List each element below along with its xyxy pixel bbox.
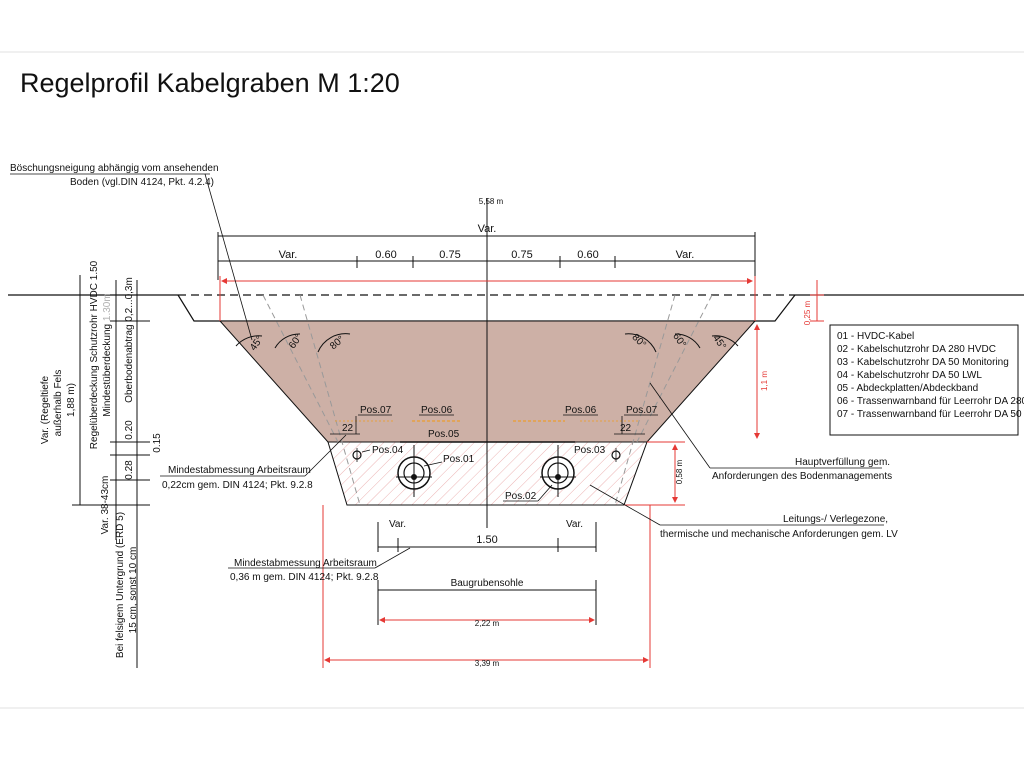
slope-80-right-line bbox=[614, 294, 676, 506]
note-leitung-1: Leitungs-/ Verlegezone, bbox=[783, 514, 888, 525]
dim-seg-060-right: 0.60 bbox=[577, 249, 598, 261]
pos07-right-label: Pos.07 bbox=[626, 405, 658, 416]
legend-item: 06 - Trassenwarnband für Leerrohr DA 280 bbox=[837, 396, 1024, 407]
note-haupt-1: Hauptverfüllung gem. bbox=[795, 457, 890, 468]
dim-bottom-339: 3,39 m bbox=[475, 659, 500, 668]
dim-22-left: 22 bbox=[342, 423, 354, 434]
note-mindest2-1: Mindestabmessung Arbeitsraum bbox=[234, 558, 377, 569]
dim-bottom-150: 1.50 bbox=[476, 534, 497, 546]
pos04-label: Pos.04 bbox=[372, 445, 404, 456]
note-leitung-2: thermische und mechanische Anforderungen… bbox=[660, 529, 898, 540]
left-var-3843: Var. 38-43cm bbox=[100, 476, 111, 535]
slope-60-left-line bbox=[262, 294, 339, 443]
legend-item: 02 - Kabelschutzrohr DA 280 HVDC bbox=[837, 344, 996, 355]
dim-top-total: 5,58 m bbox=[479, 197, 504, 206]
note-mindest2-2: 0,36 m gem. DIN 4124; Pkt. 9.2.8 bbox=[230, 572, 379, 583]
dim-top-var: Var. bbox=[478, 223, 497, 235]
slope-60-right-line bbox=[636, 294, 713, 443]
dim-right-025: 0,25 m bbox=[803, 300, 812, 325]
dim-seg-075-left: 0.75 bbox=[439, 249, 460, 261]
left-tiefe-188: 1,88 m) bbox=[66, 383, 77, 417]
left-var-regeltiefe: Var. (Regeltiefe bbox=[40, 375, 51, 444]
note-boeschung-1: Böschungsneigung abhängig vom ansehenden bbox=[10, 163, 219, 174]
page-title: Regelprofil Kabelgraben M 1:20 bbox=[20, 68, 400, 98]
slope-80-left-line bbox=[299, 294, 361, 506]
left-regelueberdeckung: Regelüberdeckung Schutzrohr HVDC 1.50 bbox=[89, 260, 100, 449]
note-boeschung-2: Boden (vgl.DIN 4124, Pkt. 4.2.4) bbox=[70, 177, 214, 188]
pos07-left-label: Pos.07 bbox=[360, 405, 392, 416]
dim-bottom-var-right: Var. bbox=[566, 519, 583, 530]
left-028: 0.28 bbox=[124, 460, 135, 480]
note-mindest1-1: Mindestabmessung Arbeitsraum bbox=[168, 465, 311, 476]
dim-seg-075-right: 0.75 bbox=[511, 249, 532, 261]
pos03-label: Pos.03 bbox=[574, 445, 606, 456]
legend-items: 01 - HVDC-Kabel 02 - Kabelschutzrohr DA 2… bbox=[837, 331, 1024, 420]
legend-box bbox=[829, 324, 1019, 436]
dim-bottom-222: 2,22 m bbox=[475, 619, 500, 628]
legend-item: 07 - Trassenwarnband für Leerrohr DA 50 bbox=[837, 409, 1022, 420]
left-020: 0.20 bbox=[124, 420, 135, 440]
left-fels-2: 15 cm, sonst 10 cm bbox=[128, 547, 139, 634]
dim-right-11: 1,1 m bbox=[760, 371, 769, 391]
pos01-label: Pos.01 bbox=[443, 454, 475, 465]
legend-item: 03 - Kabelschutzrohr DA 50 Monitoring bbox=[837, 357, 1009, 368]
dim-bottom-var-left: Var. bbox=[389, 519, 406, 530]
legend-item: 05 - Abdeckplatten/Abdeckband bbox=[837, 383, 978, 394]
dim-right-058: 0,58 m bbox=[675, 459, 684, 484]
legend-item: 04 - Kabelschutzrohr DA 50 LWL bbox=[837, 370, 982, 381]
baugrubensohle-label: Baugrubensohle bbox=[451, 578, 524, 589]
pos06-right-label: Pos.06 bbox=[565, 405, 597, 416]
dim-seg-060-left: 0.60 bbox=[375, 249, 396, 261]
dim-22-right: 22 bbox=[620, 423, 632, 434]
dim-seg-left-var: Var. bbox=[279, 249, 298, 261]
left-fels-1: Bei felsigem Untergrund (ERD 5) bbox=[115, 512, 126, 658]
left-mindestueberdeckung: Mindestüberdeckung 1.30m bbox=[102, 293, 113, 416]
pos02-label: Pos.02 bbox=[505, 491, 537, 502]
pos06-left-label: Pos.06 bbox=[421, 405, 453, 416]
left-oberboden: Oberbodenabtrag 0,2...0,3m bbox=[124, 277, 135, 403]
left-ausserhalb-fels: außerhalb Fels bbox=[53, 370, 64, 437]
dim-seg-right-var: Var. bbox=[676, 249, 695, 261]
note-haupt-2: Anforderungen des Bodenmanagements bbox=[712, 471, 892, 482]
pos05-label: Pos.05 bbox=[428, 429, 460, 440]
note-mindest1-2: 0,22cm gem. DIN 4124; Pkt. 9.2.8 bbox=[162, 480, 313, 491]
left-015: 0.15 bbox=[152, 433, 163, 453]
legend-item: 01 - HVDC-Kabel bbox=[837, 331, 914, 342]
